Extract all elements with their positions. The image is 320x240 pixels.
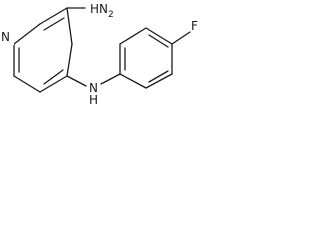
- bond-c6-n1: [13, 75, 41, 93]
- pyridine-nitrogen-label: N: [1, 30, 10, 44]
- pyridine-n-bg: [0, 29, 14, 45]
- amine-subscript: 2: [108, 10, 114, 20]
- structure-diagram: N HN2 N H F: [0, 0, 258, 108]
- benz-bond-2: [145, 73, 173, 89]
- double-bond-inner-1: [43, 17, 65, 31]
- benz-double-2: [148, 70, 169, 83]
- benz-bond-5: [119, 27, 147, 45]
- benz-double-3: [148, 34, 169, 48]
- pyridine-ring: [13, 7, 73, 93]
- bond-c5-c6: [39, 75, 68, 93]
- benz-bond-4: [145, 27, 173, 45]
- bridge-nitrogen-label: N: [89, 81, 98, 95]
- benzene-ring: [119, 27, 173, 89]
- benz-bond-1: [119, 73, 147, 89]
- bridge-hydrogen-label: H: [89, 93, 98, 107]
- bond-c-f: [171, 31, 191, 45]
- amine-n-char: N: [99, 2, 108, 16]
- bond-c2-c3: [39, 7, 68, 25]
- double-bond-inner-2: [43, 69, 64, 85]
- bond-n1-c2b: [13, 23, 41, 45]
- bond-bridge-n-phenyl: [100, 73, 121, 85]
- amine-nh-label: HN2: [90, 2, 114, 20]
- bond-c4-bridge-n: [66, 75, 87, 87]
- bond-c3-c4: [66, 7, 73, 45]
- molecule-svg: N HN2 N H F: [0, 2, 198, 107]
- bond-c4-c5: [66, 43, 73, 77]
- amine-h-char: H: [90, 2, 99, 16]
- fluorine-label: F: [191, 19, 198, 33]
